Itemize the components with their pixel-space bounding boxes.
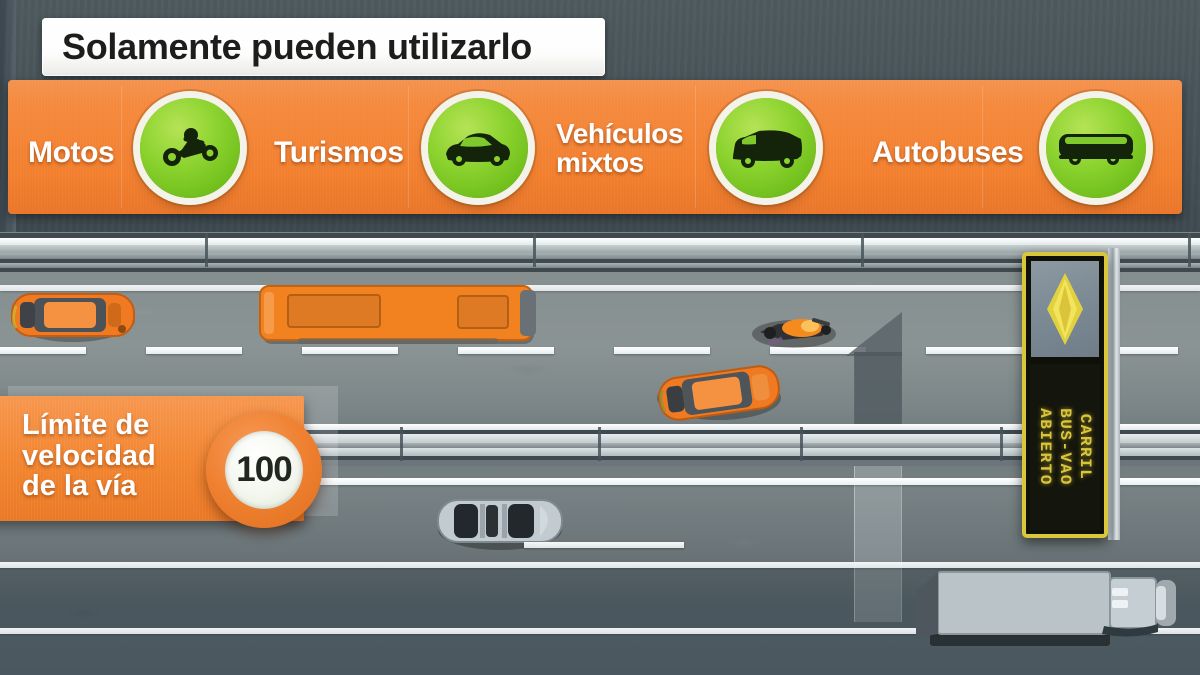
vms-line-3: ABIERTO (1036, 408, 1054, 486)
lane-line-solid (0, 478, 1200, 485)
guardrail-post (400, 427, 403, 461)
lane-dash (146, 347, 242, 354)
vehicle-truck-grey (908, 562, 1200, 656)
guardrail-post (598, 427, 601, 461)
vehicle-label-turismos: Turismos (274, 136, 404, 169)
vehicle-label-autobuses: Autobuses (872, 136, 1024, 169)
vms-arrow-panel (1031, 261, 1099, 357)
speed-limit-sign: 100 (206, 412, 322, 528)
lane-dash (614, 347, 710, 354)
guardrail-top (0, 233, 1200, 272)
vehicle-label-motos: Motos (28, 136, 115, 169)
lane-dash (524, 542, 684, 548)
page-title-text: Solamente pueden utilizarlo (62, 26, 532, 67)
car-icon (428, 98, 528, 198)
lane-divider-top (846, 312, 902, 356)
speed-limit-label: Límite de velocidad de la vía (22, 409, 156, 503)
motorcycle-icon (140, 98, 240, 198)
yellow-arrow-icon (1047, 273, 1083, 345)
vehicle-car-orange-left (8, 288, 138, 346)
vms-line-2: BUS-VAO (1056, 408, 1074, 486)
guardrail-post (861, 233, 864, 267)
vehicle-label-vehiculos-mixtos: Vehículos mixtos (556, 118, 684, 178)
guardrail-post (1000, 427, 1003, 461)
shoulder-shade (0, 634, 1200, 675)
vms-text-lines: CARRIL BUS-VAO ABIERTO (1030, 364, 1100, 530)
guardrail-post (1188, 233, 1191, 267)
page-title: Solamente pueden utilizarlo (42, 18, 605, 76)
lane-dash (302, 347, 398, 354)
lane-dash (1082, 347, 1178, 354)
guardrail-post (800, 427, 803, 461)
speed-limit-sign-face: 100 (225, 431, 303, 509)
lane-dash (458, 347, 554, 354)
vehicle-car-orange-mid (653, 362, 785, 424)
vehicle-bus-orange (258, 282, 540, 354)
lane-line-solid (0, 285, 1200, 291)
lane-line-solid (0, 562, 1200, 568)
van-icon (716, 98, 816, 198)
bus-icon (1046, 98, 1146, 198)
lane-dash (0, 347, 86, 354)
vehicle-motorcycle (748, 306, 840, 354)
guardrail-post (205, 233, 208, 267)
vms-line-1: CARRIL (1076, 413, 1094, 481)
lane-line-solid (0, 628, 1200, 634)
lane-dash (770, 347, 866, 354)
vms-sign-pole (1108, 248, 1120, 540)
lane-dash (926, 347, 1022, 354)
vms-text-panel: CARRIL BUS-VAO ABIERTO (1030, 364, 1100, 530)
speed-limit-value: 100 (236, 450, 292, 489)
vms-sign: CARRIL BUS-VAO ABIERTO (1022, 252, 1108, 538)
vehicle-car-grey (432, 492, 568, 554)
guardrail-post (533, 233, 536, 267)
